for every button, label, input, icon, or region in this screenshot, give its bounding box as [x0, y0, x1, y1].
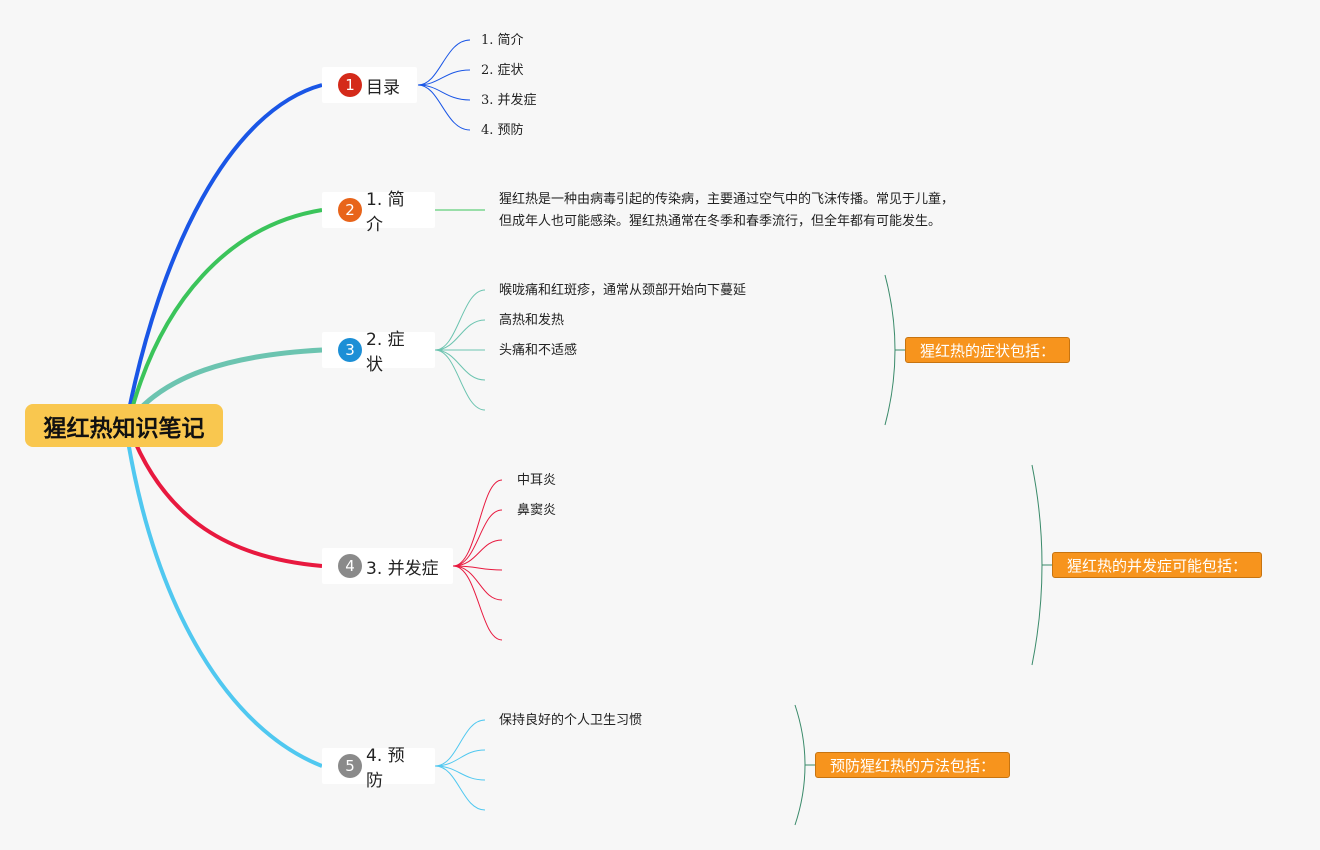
- branch-line-2: [127, 208, 323, 421]
- subtopic-complication-2[interactable]: 鼻窦炎: [517, 503, 557, 518]
- subtopic-toc-complications[interactable]: 3. 并发症: [481, 93, 537, 108]
- branch-topic-toc[interactable]: 1 目录: [322, 67, 417, 103]
- branch-label: 2. 症状: [366, 330, 405, 375]
- summary-symptoms[interactable]: 猩红热的症状包括：: [905, 337, 1071, 363]
- branch-label: 1. 简介: [366, 190, 405, 235]
- branch-topic-symptoms[interactable]: 3 2. 症状: [322, 330, 435, 375]
- number-badge-icon: 5: [338, 754, 362, 778]
- number-badge-icon: 4: [338, 554, 362, 578]
- branch-line-1: [125, 83, 323, 421]
- intro-text-line-1: 猩红热是一种由病毒引起的传染病，主要通过空气中的飞沫传播。常见于儿童，: [499, 192, 955, 207]
- subtopic-toc-intro[interactable]: 1. 简介: [481, 33, 524, 48]
- subtopic-prevention-1[interactable]: 保持良好的个人卫生习惯: [499, 713, 643, 728]
- subtopic-symptom-2[interactable]: 高热和发热: [499, 313, 565, 328]
- summary-bracket-symptoms: [884, 274, 896, 426]
- branch-1-child-lines: [417, 39, 471, 131]
- summary-bracket-complications: [1031, 464, 1043, 666]
- branch-4-child-lines: [452, 479, 503, 641]
- subtopic-symptom-3[interactable]: 头痛和不适感: [499, 343, 578, 358]
- branch-line-4: [128, 429, 323, 568]
- subtopic-symptom-1[interactable]: 喉咙痛和红斑疹，通常从颈部开始向下蔓延: [499, 283, 747, 298]
- branch-label: 目录: [366, 77, 400, 98]
- summary-bracket-prevention: [794, 704, 806, 826]
- summary-prevention[interactable]: 预防猩红热的方法包括：: [815, 752, 1011, 778]
- branch-topic-intro[interactable]: 2 1. 简介: [322, 190, 435, 235]
- branch-label: 3. 并发症: [366, 558, 439, 579]
- branch-label: 4. 预防: [366, 746, 405, 791]
- summary-complications[interactable]: 猩红热的并发症可能包括：: [1052, 552, 1263, 578]
- number-badge-icon: 2: [338, 198, 362, 222]
- root-topic[interactable]: 猩红热知识笔记: [25, 404, 223, 447]
- intro-text-line-2: 但成年人也可能感染。猩红热通常在冬季和春季流行，但全年都有可能发生。: [499, 214, 942, 229]
- branch-line-5: [125, 434, 323, 768]
- branch-topic-prevention[interactable]: 5 4. 预防: [322, 746, 435, 791]
- number-badge-icon: 3: [338, 338, 362, 362]
- subtopic-intro-text[interactable]: 猩红热是一种由病毒引起的传染病，主要通过空气中的飞沫传播。常见于儿童， 但成年人…: [499, 189, 954, 233]
- branch-topic-complications[interactable]: 4 3. 并发症: [322, 548, 453, 584]
- branch-3-child-lines: [434, 289, 486, 411]
- subtopic-complication-1[interactable]: 中耳炎: [517, 473, 557, 488]
- root-topic-label: 猩红热知识笔记: [43, 415, 205, 442]
- subtopic-toc-prevention[interactable]: 4. 预防: [481, 123, 524, 138]
- branch-5-child-lines: [434, 719, 486, 811]
- subtopic-toc-symptoms[interactable]: 2. 症状: [481, 63, 524, 78]
- number-badge-icon: 1: [338, 73, 362, 97]
